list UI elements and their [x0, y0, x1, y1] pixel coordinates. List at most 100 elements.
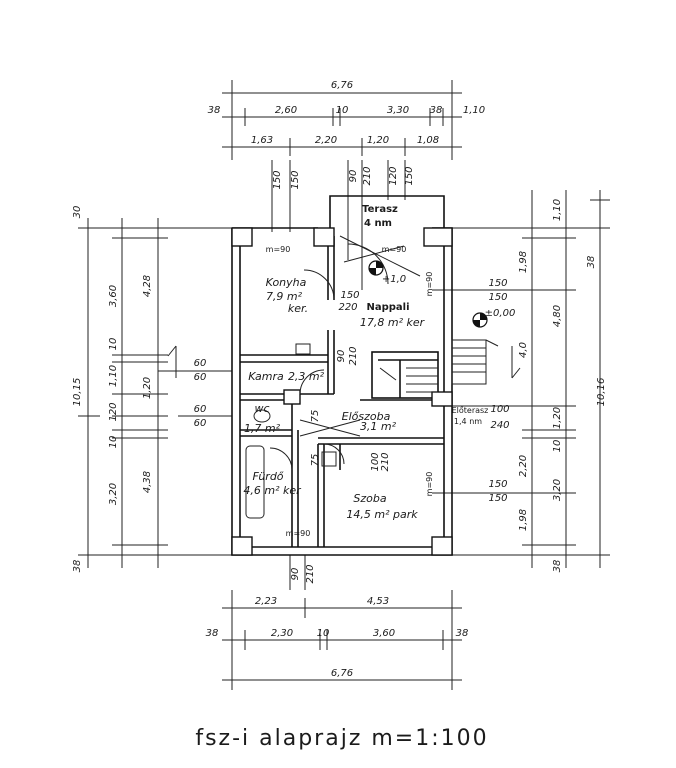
- pantry-area: 2,3 m²: [288, 370, 325, 383]
- dim-left-window-2: 60: [194, 404, 207, 415]
- ann-m90-bedroom: m=90: [425, 472, 434, 497]
- dim-top-r1-5: 1,10: [463, 105, 485, 116]
- ann-m90-kitchen: m=90: [266, 245, 291, 254]
- ann-220: 220: [338, 302, 357, 313]
- dim-right-window-3: 240: [490, 420, 509, 431]
- dim-bottom-r2-4: 38: [456, 628, 469, 639]
- dim-right-inner-3: 2,20: [518, 455, 529, 477]
- dim-right-overall: 10,16: [596, 378, 607, 407]
- dim-right-outer-1: 4,80: [552, 305, 563, 327]
- bedroom-area: 14,5 m² park: [346, 508, 418, 521]
- left-dimension-labels: 10,15 30 4,28 4,38 38 3,60 10 1,10 1,20 …: [72, 206, 206, 573]
- ann-level-zero: ±0,00: [485, 308, 516, 319]
- dim-left-inner-0: 3,60: [108, 285, 119, 307]
- dim-left-outer-3: 38: [72, 560, 83, 573]
- dim-top-open-2: 90: [348, 170, 359, 183]
- front-terrace-area: 1,4 nm: [454, 417, 482, 426]
- ann-100: 100: [370, 452, 381, 471]
- ann-90: 90: [336, 350, 347, 363]
- dim-right-outer-0: 1,10: [552, 199, 563, 221]
- living-name: Nappali: [366, 302, 409, 313]
- annotations: m=90 m=90 m=90 m=90 m=90 +1,0 ±0,00 150 …: [266, 245, 516, 538]
- ann-m90-bath: m=90: [286, 529, 311, 538]
- dim-left-inner-4: 120: [108, 402, 119, 421]
- dim-right-inner-5: 1,98: [518, 509, 529, 531]
- dim-bottom-door-1: 210: [305, 564, 316, 583]
- hall-name: Előszoba: [342, 410, 391, 423]
- plan-caption: fsz-i alaprajz m=1:100: [195, 726, 488, 751]
- dim-top-r1-3: 3,30: [387, 105, 409, 116]
- dim-top-overall: 6,76: [331, 80, 353, 91]
- dim-right-outer-3: 38: [552, 560, 563, 573]
- top-dimension-labels: 6,76 38 2,60 10 3,30 38 1,10 1,63 2,20 1…: [208, 80, 486, 190]
- dim-left-inner-6: 3,20: [108, 483, 119, 505]
- ann-75-b: 75: [310, 454, 321, 467]
- ann-level-up: +1,0: [382, 274, 406, 285]
- top-dimensions: [222, 80, 462, 290]
- wall-pillars: [231, 227, 453, 556]
- dim-bottom-r2-0: 38: [206, 628, 219, 639]
- pantry-name: Kamra: [248, 370, 284, 383]
- right-dimensions: [432, 190, 610, 568]
- left-dimensions: [78, 218, 232, 568]
- dim-right-outer-2: 3,20: [552, 479, 563, 501]
- dim-right-inner-0: 38: [586, 256, 597, 269]
- dim-right-inner-4: 10: [552, 440, 563, 453]
- ann-210: 210: [348, 346, 359, 365]
- dim-right-window-5: 150: [488, 493, 507, 504]
- dim-right-window-1: 150: [488, 292, 507, 303]
- level-marker-zero-icon: [472, 312, 488, 328]
- dim-left-outer-1: 4,28: [142, 275, 153, 297]
- stairs-and-fixtures: [245, 235, 499, 519]
- dim-top-open-5: 150: [404, 166, 415, 185]
- dim-top-open-0: 150: [272, 170, 283, 189]
- level-marker-first-icon: [368, 260, 384, 276]
- dim-top-r1-4: 38: [430, 105, 443, 116]
- bedroom-name: Szoba: [353, 492, 386, 505]
- dim-left-outer-0: 30: [72, 206, 83, 219]
- bath-name: Fürdő: [252, 470, 283, 483]
- ann-m90-living: m=90: [382, 245, 407, 254]
- dim-left-inner-1: 10: [108, 338, 119, 351]
- bottom-dimensions: [222, 555, 462, 690]
- dim-bottom-r1-1: 4,53: [367, 596, 389, 607]
- living-area: 17,8 m² ker: [360, 316, 426, 329]
- dim-left-window-1: 60: [194, 372, 207, 383]
- dim-top-r2-0: 1,63: [251, 135, 273, 146]
- terrace-name: Terasz: [362, 204, 398, 215]
- dim-right-window-4: 150: [488, 479, 507, 490]
- dim-top-r1-2: 10: [336, 105, 349, 116]
- dim-left-window-0: 60: [194, 358, 207, 369]
- kitchen-name: Konyha: [266, 276, 307, 289]
- dim-top-r2-3: 1,08: [417, 135, 439, 146]
- terrace-area: 4 nm: [364, 218, 392, 229]
- ann-75: 75: [310, 410, 321, 423]
- ann-210-b: 210: [380, 452, 391, 471]
- ann-150: 150: [340, 290, 359, 301]
- dim-left-inner-3: 1,20: [142, 377, 153, 399]
- ann-m90-living-side: m=90: [425, 272, 434, 297]
- bottom-dimension-labels: 2,23 4,53 38 2,30 10 3,60 38 6,76 90 210: [206, 564, 469, 679]
- dim-bottom-overall: 6,76: [331, 668, 353, 679]
- dim-left-inner-5: 10: [108, 436, 119, 449]
- dim-right-window-2: 100: [490, 404, 509, 415]
- bath-area: 4,6 m² ker: [243, 484, 302, 497]
- dim-left-overall: 10,15: [72, 378, 83, 407]
- dim-bottom-r1-0: 2,23: [255, 596, 277, 607]
- dim-left-inner-2: 1,10: [108, 365, 119, 387]
- kitchen-area: 7,9 m²: [266, 290, 303, 303]
- dim-top-r1-1: 2,60: [275, 105, 297, 116]
- dim-top-open-4: 120: [388, 166, 399, 185]
- dim-right-window-0: 150: [488, 278, 507, 289]
- dim-bottom-r2-1: 2,30: [271, 628, 293, 639]
- wc-name: wc: [254, 402, 269, 415]
- dim-right-inner-2: 4,0: [518, 342, 529, 358]
- front-terrace-name: Előterasz: [452, 406, 489, 415]
- room-labels: Konyha 7,9 m² ker. Nappali 17,8 m² ker K…: [243, 204, 488, 521]
- dim-bottom-door-0: 90: [290, 568, 301, 581]
- dim-top-r1-0: 38: [208, 105, 221, 116]
- dim-top-open-3: 210: [362, 166, 373, 185]
- dim-top-r2-1: 2,20: [315, 135, 337, 146]
- right-dimension-labels: 10,16 1,10 4,80 3,20 38 38 1,98 4,0 2,20…: [488, 199, 607, 573]
